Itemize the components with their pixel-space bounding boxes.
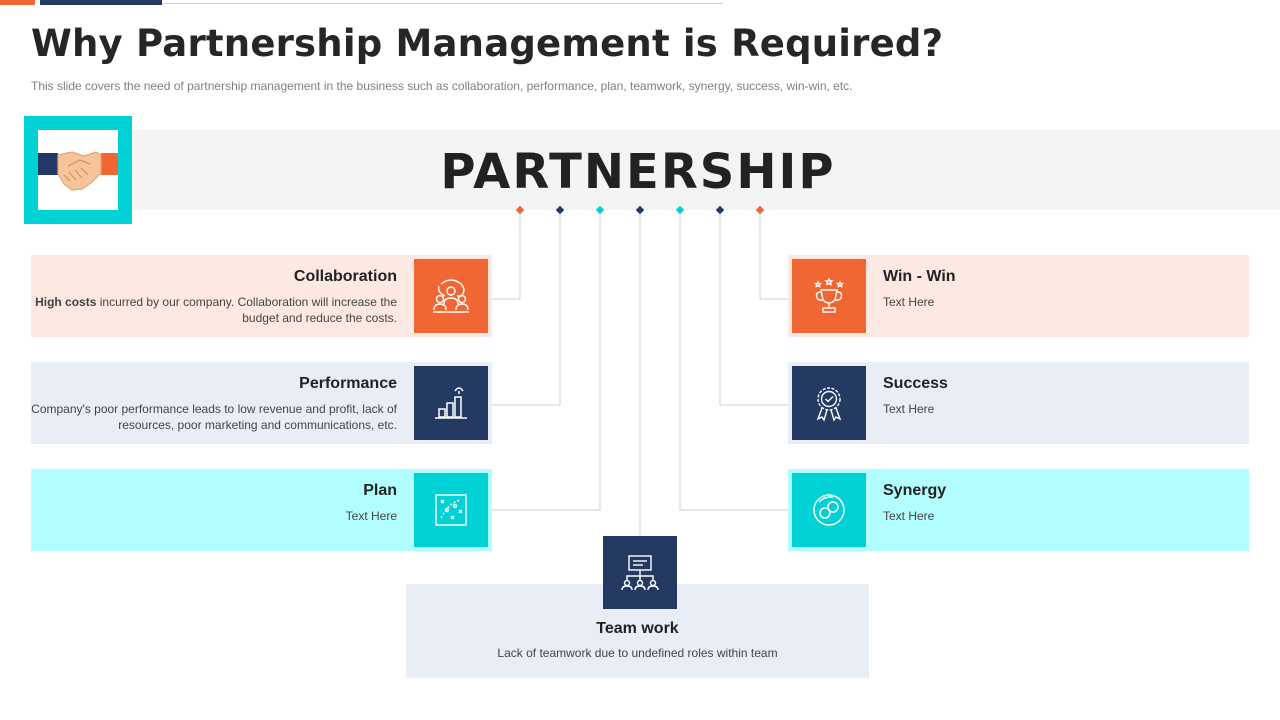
collaboration-title: Collaboration xyxy=(293,268,397,285)
connector-dot xyxy=(555,205,565,215)
handshake-logo xyxy=(24,116,132,224)
plan-desc: Text Here xyxy=(345,509,397,523)
success-title: Success xyxy=(883,375,948,392)
plan-title: Plan xyxy=(363,482,397,499)
success-desc: Text Here xyxy=(883,402,935,416)
page-subtitle: This slide covers the need of partnershi… xyxy=(31,79,853,93)
strategy-board-icon xyxy=(414,473,488,547)
performance-desc: Company's poor performance leads to low … xyxy=(31,402,397,432)
accent-bar-orange xyxy=(0,0,35,5)
winwin-desc: Text Here xyxy=(883,295,935,309)
accent-bar-navy xyxy=(40,0,162,5)
page-title: Why Partnership Management is Required? xyxy=(31,22,944,65)
growth-chart-icon xyxy=(414,366,488,440)
performance-card: Performance Company's poor performance l… xyxy=(31,362,492,444)
synergy-title: Synergy xyxy=(883,482,947,499)
handshake-icon xyxy=(38,151,118,191)
teamwork-desc: Lack of teamwork due to undefined roles … xyxy=(497,646,778,660)
connector-dot xyxy=(715,205,725,215)
success-card: Success Text Here xyxy=(788,362,1249,444)
winwin-title: Win - Win xyxy=(883,268,956,285)
collaboration-desc: High costs incurred by our company. Coll… xyxy=(35,295,397,325)
connector-dot xyxy=(595,205,605,215)
synergy-desc: Text Here xyxy=(883,509,935,523)
trophy-icon xyxy=(792,259,866,333)
banner-label: PARTNERSHIP xyxy=(440,144,836,200)
winwin-card: Win - Win Text Here xyxy=(788,255,1249,337)
partnership-banner xyxy=(132,130,1280,210)
synergy-card: Synergy Text Here xyxy=(788,469,1249,551)
synergy-icon xyxy=(792,473,866,547)
connector-dot xyxy=(635,205,645,215)
connector-dot xyxy=(515,205,525,215)
award-badge-icon xyxy=(792,366,866,440)
teamwork-title: Team work xyxy=(596,620,679,637)
collaboration-card: Collaboration High costs incurred by our… xyxy=(31,255,492,337)
team-discussion-icon xyxy=(414,259,488,333)
connector-dot xyxy=(675,205,685,215)
connector-dot xyxy=(755,205,765,215)
accent-bar-line xyxy=(162,3,723,4)
performance-title: Performance xyxy=(299,375,397,392)
plan-card: Plan Text Here xyxy=(31,469,492,551)
org-chart-icon xyxy=(603,536,677,609)
